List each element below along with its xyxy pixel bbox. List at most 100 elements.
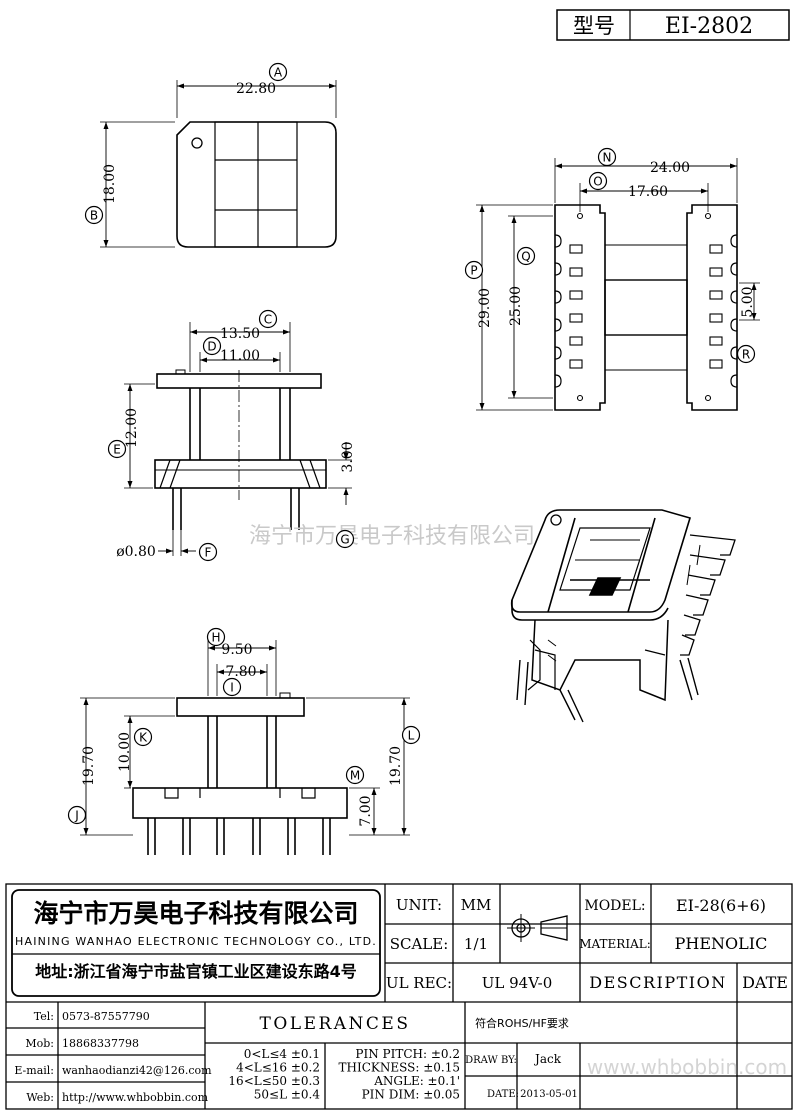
dim-E-value: 12.00 bbox=[124, 408, 140, 448]
date-column-label: DATE bbox=[742, 973, 788, 992]
svg-text:P: P bbox=[470, 264, 477, 278]
callout-c: C bbox=[258, 309, 278, 329]
svg-text:F: F bbox=[205, 546, 212, 560]
dim-B-value: 18.00 bbox=[102, 164, 118, 204]
svg-text:J: J bbox=[74, 809, 79, 823]
callout-m: M bbox=[345, 765, 365, 785]
callout-d: D bbox=[202, 336, 222, 356]
callout-e: E bbox=[107, 439, 127, 459]
dim-D-value: 11.00 bbox=[220, 348, 260, 364]
material-label: MATERIAL: bbox=[579, 937, 651, 951]
contact-label: Mob: bbox=[25, 1037, 54, 1050]
svg-text:L: L bbox=[408, 729, 415, 743]
contact-value: wanhaodianzi42@126.com bbox=[62, 1064, 212, 1077]
ulrec-label: UL REC: bbox=[386, 974, 452, 992]
model-value: EI-28(6+6) bbox=[676, 896, 766, 915]
svg-text:K: K bbox=[139, 731, 148, 745]
tolerance-length-row: 16<L≤50 ±0.3 bbox=[228, 1074, 320, 1088]
watermark-text: 海宁市万昊电子科技有限公司 bbox=[249, 524, 535, 549]
tolerance-length-list: 0<L≤4 ±0.14<L≤16 ±0.216<L≤50 ±0.350≤L ±0… bbox=[228, 1047, 320, 1102]
rohs-note: 符合ROHS/HF要求 bbox=[475, 1016, 569, 1030]
svg-text:O: O bbox=[593, 175, 602, 189]
ulrec-value: UL 94V-0 bbox=[482, 974, 553, 992]
svg-text:N: N bbox=[603, 151, 612, 165]
dim-K-value: 10.00 bbox=[117, 732, 133, 772]
svg-text:D: D bbox=[207, 340, 216, 354]
contact-label: E-mail: bbox=[14, 1064, 54, 1077]
date-field-value: 2013-05-01 bbox=[520, 1089, 578, 1100]
dim-M-value: 7.00 bbox=[358, 795, 374, 826]
callout-r: R bbox=[736, 344, 756, 364]
svg-text:B: B bbox=[90, 209, 98, 223]
dim-J-value: 19.70 bbox=[81, 746, 97, 786]
tolerance-length-row: 0<L≤4 ±0.1 bbox=[244, 1047, 320, 1061]
dim-F-value: ø0.80 bbox=[116, 544, 156, 560]
drawby-value: Jack bbox=[533, 1052, 562, 1066]
contact-label: Tel: bbox=[34, 1010, 54, 1023]
tolerances-label: TOLERANCES bbox=[260, 1014, 411, 1034]
svg-text:C: C bbox=[264, 313, 272, 327]
footer-watermark: www.whbobbin.com bbox=[587, 1055, 787, 1079]
contact-label: Web: bbox=[26, 1091, 54, 1104]
dim-P-value: 29.00 bbox=[477, 288, 493, 328]
dim-L-value: 19.70 bbox=[388, 746, 404, 786]
contacts-list: Tel:0573-87557790Mob:18868337798E-mail:w… bbox=[14, 1010, 212, 1104]
description-label: DESCRIPTION bbox=[589, 973, 726, 992]
material-value: PHENOLIC bbox=[675, 934, 768, 953]
svg-text:A: A bbox=[274, 66, 283, 80]
svg-text:Q: Q bbox=[521, 250, 530, 264]
header-model-value: EI-2802 bbox=[665, 14, 753, 39]
dim-G-value: 3.00 bbox=[340, 441, 356, 472]
callout-f: F bbox=[198, 542, 218, 562]
company-address: 地址:浙江省海宁市盐官镇工业区建设东路4号 bbox=[35, 962, 357, 981]
callout-a: A bbox=[268, 62, 288, 82]
view-bottom bbox=[476, 158, 760, 411]
view-top bbox=[100, 80, 337, 248]
dim-R-value: 5.00 bbox=[740, 286, 756, 317]
callout-g: G bbox=[335, 529, 355, 549]
dim-I-value: 7.80 bbox=[225, 664, 256, 680]
dim-Q-value: 25.00 bbox=[508, 286, 524, 326]
svg-text:H: H bbox=[211, 631, 220, 645]
scale-value: 1/1 bbox=[464, 935, 488, 953]
model-label: MODEL: bbox=[584, 898, 645, 914]
callout-j: J bbox=[67, 805, 87, 825]
callout-i: I bbox=[222, 677, 242, 697]
callout-l: L bbox=[401, 725, 421, 745]
contact-value: 0573-87557790 bbox=[62, 1010, 150, 1023]
callout-q: Q bbox=[516, 246, 536, 266]
unit-value: MM bbox=[461, 896, 492, 914]
unit-label: UNIT: bbox=[396, 896, 442, 914]
scale-label: SCALE: bbox=[390, 935, 449, 953]
company-name-cn: 海宁市万昊电子科技有限公司 bbox=[33, 899, 358, 928]
callout-k: K bbox=[133, 727, 153, 747]
view-side bbox=[80, 640, 410, 855]
callout-b: B bbox=[84, 205, 104, 225]
tolerance-other-row: PIN PITCH: ±0.2 bbox=[355, 1047, 460, 1061]
callout-p: P bbox=[464, 260, 484, 280]
dim-N-value: 24.00 bbox=[650, 160, 690, 176]
tolerance-other-row: ANGLE: ±0.1' bbox=[373, 1074, 460, 1088]
contact-value: http://www.whbobbin.com bbox=[62, 1091, 209, 1104]
svg-text:R: R bbox=[742, 348, 750, 362]
tolerance-other-row: THICKNESS: ±0.15 bbox=[339, 1061, 460, 1075]
view-front bbox=[124, 322, 352, 556]
callout-group: A B C D E F G H I J K L M NO P Q R bbox=[67, 62, 756, 825]
callout-o: O bbox=[588, 171, 608, 191]
dim-O-value: 17.60 bbox=[628, 184, 668, 200]
dim-A-value: 22.80 bbox=[236, 81, 276, 97]
svg-text:M: M bbox=[350, 769, 360, 783]
header-model-box: 型号 EI-2802 bbox=[556, 9, 790, 41]
projection-symbol-icon bbox=[507, 914, 568, 942]
header-model-label: 型号 bbox=[573, 14, 615, 38]
tolerance-length-row: 4<L≤16 ±0.2 bbox=[236, 1061, 320, 1075]
view-isometric bbox=[510, 509, 736, 723]
svg-text:G: G bbox=[340, 533, 349, 547]
tolerance-length-row: 50≤L ±0.4 bbox=[254, 1088, 321, 1102]
tolerance-other-row: PIN DIM: ±0.05 bbox=[362, 1088, 460, 1102]
svg-text:E: E bbox=[113, 443, 121, 457]
callout-h: H bbox=[206, 627, 226, 647]
svg-text:I: I bbox=[230, 681, 234, 695]
